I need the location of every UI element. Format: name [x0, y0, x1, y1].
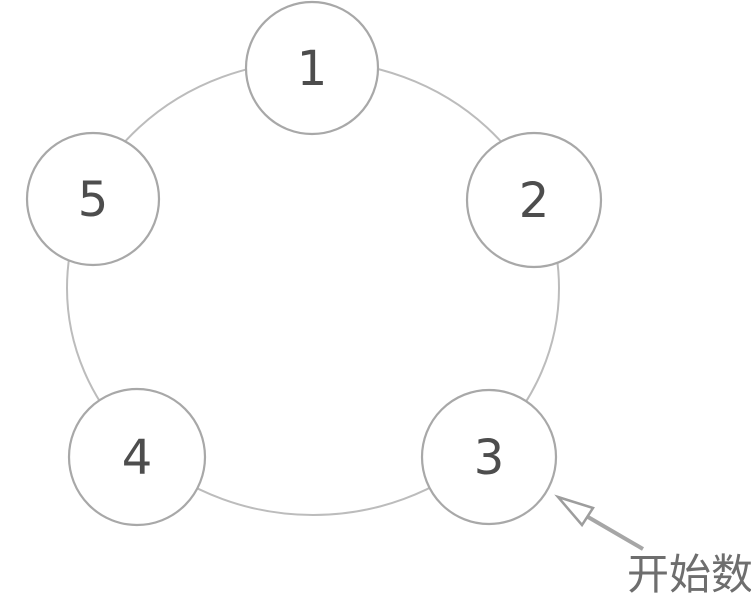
- annotation-arrow-shaft: [586, 515, 645, 551]
- node-5-label: 5: [78, 172, 109, 228]
- node-1: 1: [244, 0, 380, 136]
- node-3-circle: [420, 388, 558, 526]
- node-2-circle: [465, 131, 603, 269]
- node-3-label: 3: [474, 430, 505, 486]
- node-2: 2: [465, 131, 603, 269]
- node-1-circle: [244, 0, 380, 136]
- node-5: 5: [25, 131, 161, 267]
- node-1-label: 1: [297, 41, 328, 97]
- node-2-label: 2: [519, 173, 550, 229]
- node-4-circle: [67, 387, 207, 527]
- node-4-label: 4: [122, 430, 153, 486]
- node-3: 3: [420, 388, 558, 526]
- node-4: 4: [67, 387, 207, 527]
- arrow-head-icon: [554, 494, 595, 528]
- annotation-label: 开始数: [627, 550, 751, 599]
- node-5-circle: [25, 131, 161, 267]
